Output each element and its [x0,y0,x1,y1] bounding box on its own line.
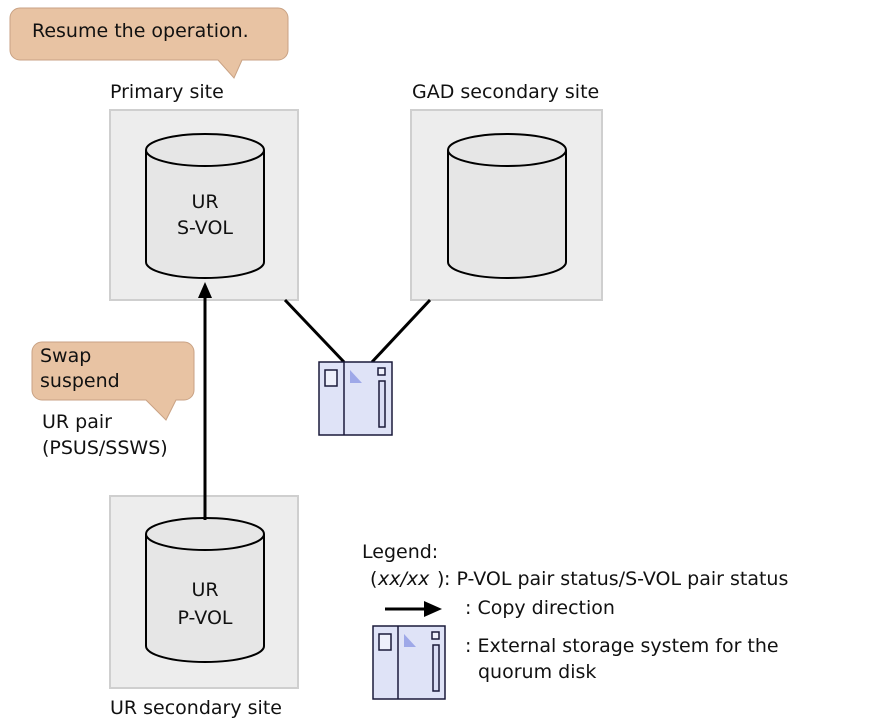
ur-pvol-label-line1: UR [191,579,218,601]
ur-svol-label-line1: UR [191,191,218,213]
primary-quorum-link [283,298,346,364]
legend-storage-line1: : External storage system for the [465,635,779,657]
resume-callout: Resume the operation. [9,7,289,79]
resume-callout-text: Resume the operation. [32,20,249,42]
gad-quorum-link [370,298,432,364]
ur-pair-label-line1: UR pair [42,411,112,433]
ur-pair-label-line2: (PSUS/SSWS) [42,437,168,459]
legend-title: Legend: [362,541,438,563]
ur-svol-cylinder: UR S-VOL [145,133,265,279]
legend-status-key: xx/xx [377,568,430,590]
swap-suspend-callout: Swap suspend [31,341,195,421]
ur-secondary-site-label: UR secondary site [110,697,282,719]
legend-status-open: ( [370,568,377,590]
gad-secondary-site-label: GAD secondary site [412,81,599,103]
quorum-storage-icon [318,361,393,436]
ur-copy-arrowhead [198,282,212,298]
swap-suspend-line1: Swap [40,345,91,367]
legend-arrowhead [424,601,442,617]
legend: Legend: ( xx/xx ) : P-VOL pair status/S-… [362,541,788,700]
legend-storage-icon [372,625,446,700]
ur-svol-label-line2: S-VOL [177,217,233,239]
swap-suspend-line2: suspend [40,370,120,392]
ur-pvol-label-line2: P-VOL [178,607,233,629]
legend-copy-text: : Copy direction [465,597,615,619]
gad-secondary-cylinder [447,133,567,279]
primary-site-label: Primary site [110,81,224,103]
legend-status-close: ) [437,568,444,590]
legend-storage-line2: quorum disk [478,661,596,683]
legend-status-text: : P-VOL pair status/S-VOL pair status [444,568,788,590]
ur-pvol-cylinder: UR P-VOL [145,517,265,663]
